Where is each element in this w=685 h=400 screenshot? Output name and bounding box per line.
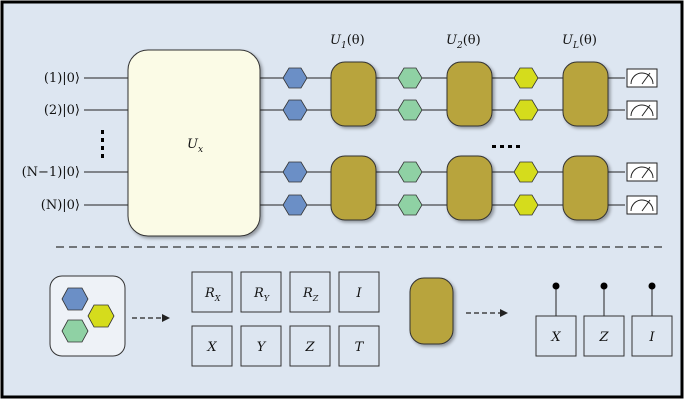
legend-hex-blue [61, 287, 89, 311]
controlled-gate-box-x [535, 315, 577, 357]
hex-yellow-4 [513, 194, 539, 216]
qubit-label-n-minus-1: (N−1)|0⟩ [22, 165, 80, 180]
gate-box-z [289, 325, 331, 367]
meter-icon-4 [626, 195, 658, 215]
layer-2-top-block [446, 61, 493, 127]
meter-icon-3 [626, 162, 658, 182]
measurement-meters [626, 68, 658, 215]
layer-label-L: UL(θ) [562, 33, 597, 51]
controlled-gate-label-z: Z [598, 330, 609, 345]
gate-box-rx [191, 271, 233, 313]
gate-label-t: T [355, 340, 365, 355]
dashed-arrow-icon-1 [132, 314, 170, 322]
legend-hex-green [61, 319, 89, 343]
horizontal-ellipsis [492, 145, 520, 148]
hex-blue-2 [282, 99, 308, 121]
gate-label-y: Y [257, 340, 267, 355]
vertical-ellipsis [101, 130, 104, 158]
layer-blocks [330, 61, 609, 221]
layer-L-top-block [562, 61, 609, 127]
layer-L-bottom-block [562, 155, 609, 221]
gate-box-ry [240, 271, 282, 313]
hex-blue-1 [282, 67, 308, 89]
gate-set-grid [191, 271, 380, 367]
qubit-label-n: (N)|0⟩ [41, 198, 80, 213]
hex-yellow-3 [513, 161, 539, 183]
layer-1-bottom-block [330, 155, 377, 221]
controlled-gate-label-x: X [550, 330, 561, 345]
hex-green-2 [397, 99, 423, 121]
gate-box-x [191, 325, 233, 367]
hex-blue-4 [282, 194, 308, 216]
hex-yellow-1 [513, 67, 539, 89]
hexagon-legend-icons [61, 287, 115, 343]
legend-hex-yellow [87, 304, 115, 328]
encoder-label: Ux [187, 137, 203, 155]
controlled-gates [535, 282, 673, 357]
gate-label-rx: RX [204, 286, 221, 303]
qubit-label-2: (2)|0⟩ [44, 103, 80, 118]
layer-legend-block [409, 277, 454, 345]
meter-icon-1 [626, 68, 658, 88]
hex-blue-3 [282, 161, 308, 183]
gate-box-y [240, 325, 282, 367]
gate-box-t [338, 325, 380, 367]
layer-label-1: U1(θ) [330, 33, 365, 51]
hexagon-gates [282, 67, 539, 216]
hex-green-1 [397, 67, 423, 89]
gate-box-i [338, 271, 380, 313]
gate-label-i: I [355, 286, 362, 301]
hex-yellow-2 [513, 99, 539, 121]
layer-2-bottom-block [446, 155, 493, 221]
hex-green-3 [397, 161, 423, 183]
meter-icon-2 [626, 100, 658, 120]
qubit-label-1: (1)|0⟩ [44, 71, 80, 86]
gate-label-x: X [206, 340, 217, 355]
gate-box-rz [289, 271, 331, 313]
hex-green-4 [397, 194, 423, 216]
gate-label-rz: RZ [302, 286, 319, 303]
gate-label-z: Z [304, 340, 315, 355]
controlled-gate-box-i [631, 315, 673, 357]
gate-label-ry: RY [253, 286, 270, 303]
controlled-gate-label-i: I [648, 330, 655, 345]
controlled-gate-box-z [583, 315, 625, 357]
encoder-block [127, 49, 261, 237]
layer-1-top-block [330, 61, 377, 127]
dashed-arrow-icon-2 [466, 309, 508, 317]
layer-label-2: U2(θ) [446, 33, 481, 51]
